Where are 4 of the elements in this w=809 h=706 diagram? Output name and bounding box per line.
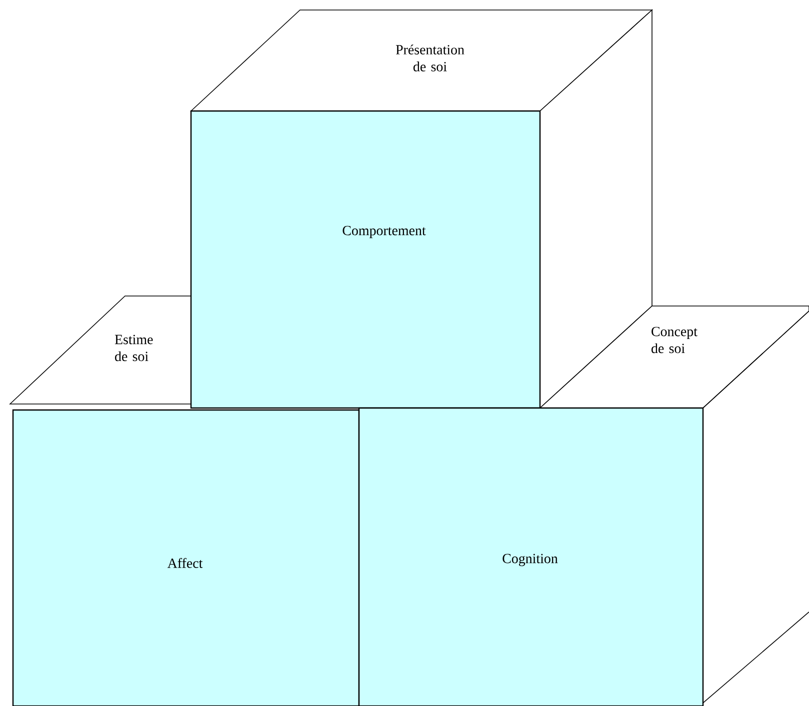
cube-front-face: Cognition (358, 407, 704, 706)
cube-side-face (702, 310, 809, 706)
cube-front-face: Affect (12, 409, 360, 706)
cube-front-face: Comportement (190, 110, 541, 409)
